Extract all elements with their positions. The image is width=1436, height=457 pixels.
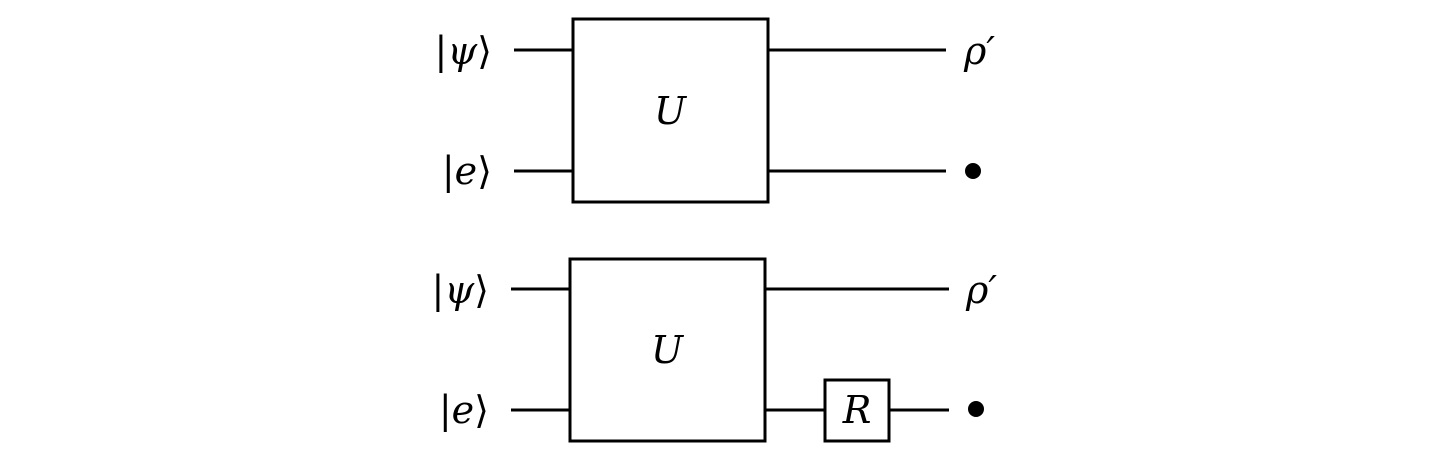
circuit-1-input-e-label: |e⟩ bbox=[442, 149, 492, 193]
circuit-1-unitary-label: U bbox=[654, 89, 688, 133]
circuit-2-input-psi-label: |ψ⟩ bbox=[432, 268, 489, 312]
circuit-2: |ψ⟩ |e⟩ U R ρ′ bbox=[432, 257, 997, 443]
circuit-2-reset-gate bbox=[823, 378, 891, 443]
circuit-2-traced-out-dot bbox=[968, 401, 984, 417]
circuit-2-output-rho-prime-label: ρ′ bbox=[965, 268, 997, 312]
circuit-2-unitary-label: U bbox=[651, 328, 685, 372]
circuit-2-unitary-gate bbox=[568, 257, 767, 443]
circuit-1-traced-out-dot bbox=[965, 163, 981, 179]
circuit-1-output-rho-prime-label: ρ′ bbox=[963, 29, 995, 73]
circuit-1-unitary-gate bbox=[571, 17, 770, 204]
circuit-1-input-psi-label: |ψ⟩ bbox=[435, 29, 492, 73]
circuit-2-input-e-label: |e⟩ bbox=[439, 388, 489, 432]
circuit-2-reset-label: R bbox=[842, 388, 872, 432]
circuit-1: |ψ⟩ |e⟩ U ρ′ bbox=[435, 17, 995, 204]
